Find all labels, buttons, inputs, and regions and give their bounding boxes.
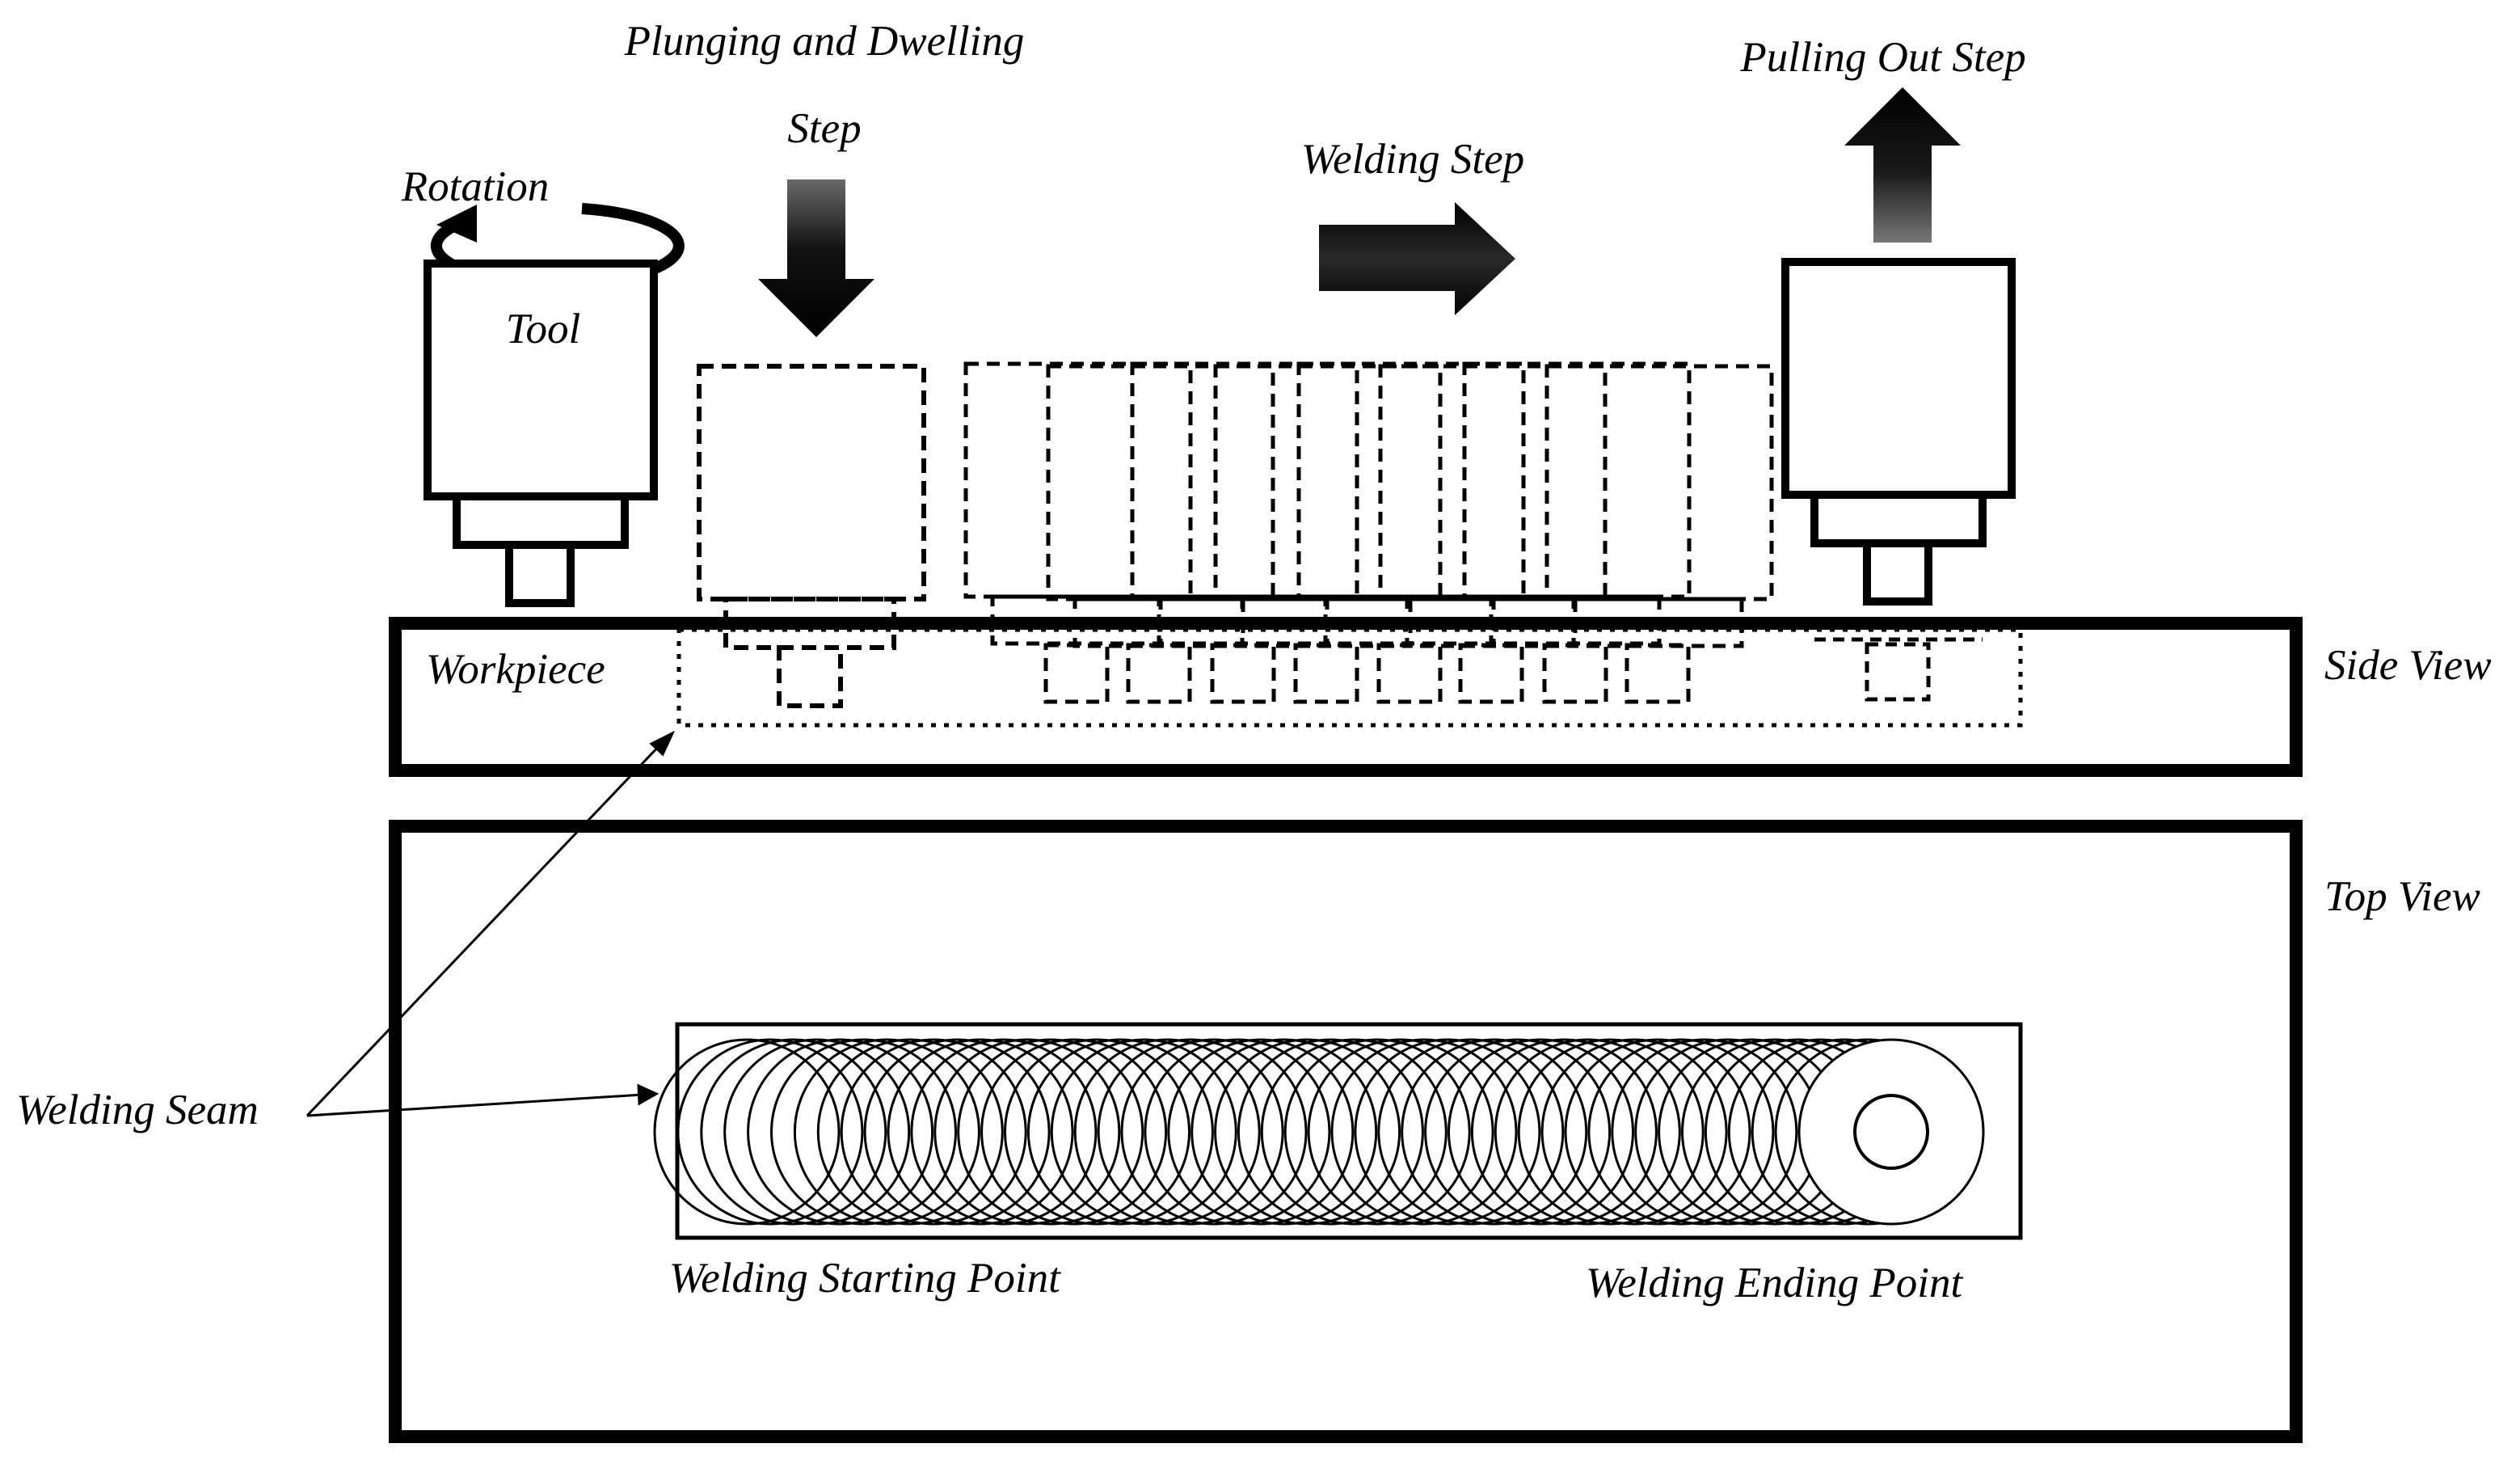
plunging-label-line2: Step	[787, 105, 861, 152]
tool-pin-ghost	[1293, 643, 1359, 704]
weld-seam-circle	[700, 1038, 887, 1226]
tool-body-ghost	[1544, 364, 1774, 601]
welding-seam-label: Welding Seam	[16, 1087, 259, 1133]
tool-right	[1781, 258, 2016, 606]
weld-seam-circle	[1354, 1038, 1541, 1226]
rotation-label: Rotation	[401, 163, 550, 210]
weld-seam-circle	[1330, 1038, 1518, 1226]
weld-seam-circle	[1470, 1038, 1658, 1226]
weld-seam-circle	[1260, 1038, 1448, 1226]
tool-pin-ghost	[1542, 643, 1608, 704]
weld-seam-circles	[653, 1038, 1985, 1226]
weld-seam-circle	[1144, 1038, 1331, 1226]
plunging-label-line1: Plunging and Dwelling	[624, 18, 1025, 65]
arrow-right-icon	[1319, 202, 1515, 315]
weld-seam-circle	[1448, 1038, 1634, 1226]
weld-seam-circle	[1050, 1038, 1237, 1226]
workpiece-label: Workpiece	[426, 646, 605, 693]
weld-seam-circle	[793, 1038, 980, 1226]
welding-ending-point-label: Welding Ending Point	[1586, 1260, 1963, 1306]
workpiece-top-plate	[389, 820, 2303, 1443]
weld-seam-circle	[1097, 1038, 1284, 1226]
tool-body-ghost	[963, 361, 1193, 599]
tool-body-ghost	[1130, 361, 1359, 599]
weld-seam-circle	[1424, 1038, 1612, 1226]
tool-pin-ghost	[1126, 643, 1192, 704]
arrow-down-icon	[758, 179, 874, 337]
tool-body-ghost	[1046, 364, 1275, 601]
tool-pin-ghost	[1625, 643, 1691, 704]
tool-pin-ghost	[1458, 643, 1524, 704]
weld-seam-circle	[1026, 1038, 1214, 1226]
weld-seam-circle	[1307, 1038, 1494, 1226]
weld-seam-circle	[1634, 1038, 1822, 1226]
tools-welding-step	[963, 361, 1774, 704]
tool-body-ghost	[1462, 361, 1692, 599]
tool-right-retracted-trace	[1814, 637, 1983, 702]
tool-body-ghost	[1378, 364, 1608, 601]
weld-seam-circle	[747, 1038, 934, 1226]
weld-seam-circle	[957, 1038, 1144, 1226]
weld-seam-circle	[1377, 1038, 1565, 1226]
weld-seam-circle	[1401, 1038, 1588, 1226]
weld-seam-circle	[1611, 1038, 1798, 1226]
weld-seam-circle	[1004, 1038, 1190, 1226]
weld-seam-circle	[1587, 1038, 1775, 1226]
weld-seam-circle	[1564, 1038, 1751, 1226]
weld-seam-circle	[840, 1038, 1027, 1226]
weld-seam-circle	[816, 1038, 1004, 1226]
tool-body-ghost	[1296, 361, 1526, 599]
weld-seam-circle	[863, 1038, 1051, 1226]
welding-seam-pointer	[306, 730, 676, 1117]
workpiece-side-plate	[389, 617, 2303, 777]
pulling-out-step-label: Pulling Out Step	[1739, 34, 2025, 81]
arrow-up-icon	[1844, 87, 1961, 243]
tool-left	[424, 260, 658, 607]
weld-seam-circle	[1540, 1038, 1728, 1226]
weld-seam-circle	[1797, 1038, 1985, 1226]
weld-seam-circle	[1283, 1038, 1471, 1226]
weld-seam-circle	[933, 1038, 1121, 1226]
weld-seam-circle	[1167, 1038, 1355, 1226]
top-view-label: Top View	[2324, 873, 2480, 920]
weld-seam-circle	[770, 1038, 957, 1226]
tool-pin-ghost	[1376, 643, 1443, 704]
tool-pin-ghost	[1210, 643, 1276, 704]
weld-seam-circle	[887, 1038, 1074, 1226]
weld-seam-circle	[1237, 1038, 1424, 1226]
weld-seam-circle	[723, 1038, 911, 1226]
tool-body-ghost	[1213, 364, 1443, 601]
side-view-label: Side View	[2324, 642, 2492, 689]
tool-plunging	[697, 364, 926, 708]
tool-label: Tool	[506, 306, 580, 352]
weld-seam-circle	[676, 1038, 864, 1226]
weld-seam-circle	[910, 1038, 1098, 1226]
weld-seam-circle	[1214, 1038, 1401, 1226]
weld-seam-circle	[1190, 1038, 1378, 1226]
weld-seam-circle	[1494, 1038, 1681, 1226]
weld-end-pin-mark	[1853, 1094, 1929, 1170]
tool-pin-ghost	[1043, 643, 1110, 704]
weld-seam-circle	[1073, 1038, 1261, 1226]
welding-starting-point-label: Welding Starting Point	[669, 1255, 1061, 1302]
welding-step-label: Welding Step	[1301, 136, 1524, 183]
weld-seam-circle	[1517, 1038, 1705, 1226]
weld-seam-circle	[653, 1038, 841, 1226]
weld-seam-circle	[980, 1038, 1168, 1226]
welding-zone-outline	[676, 627, 2023, 728]
weld-seam-circle	[1120, 1038, 1308, 1226]
